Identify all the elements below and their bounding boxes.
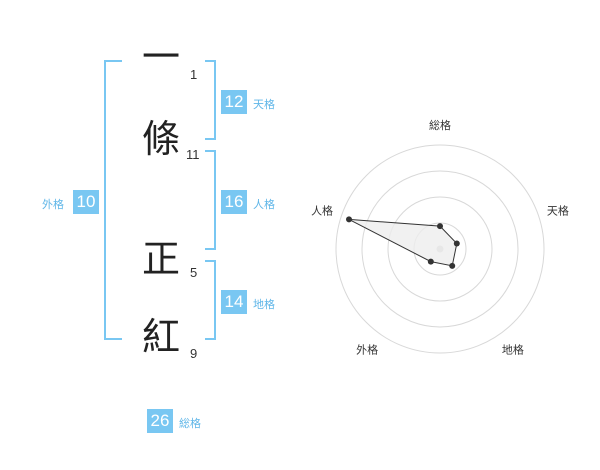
radar-point-3 bbox=[427, 258, 434, 265]
soukaku-label: 総格 bbox=[179, 417, 201, 430]
chikaku-label: 地格 bbox=[253, 298, 275, 311]
jinkaku-badge: 16 bbox=[221, 190, 247, 214]
jinkaku-label: 人格 bbox=[253, 198, 275, 211]
chikaku-bracket bbox=[205, 260, 216, 340]
radar-point-1 bbox=[453, 240, 460, 247]
radar-axis-label-2: 地格 bbox=[502, 342, 524, 356]
radar-point-4 bbox=[346, 216, 353, 223]
gaikaku-bracket bbox=[104, 60, 122, 340]
jinkaku-bracket bbox=[205, 150, 216, 250]
name-char-2: 條 bbox=[142, 117, 181, 161]
radar-point-0 bbox=[437, 223, 443, 230]
stroke-count-4: 9 bbox=[190, 346, 198, 361]
radar-axis-label-0: 総格 bbox=[429, 118, 451, 132]
tenkaku-badge: 12 bbox=[221, 90, 247, 114]
soukaku-badge: 26 bbox=[147, 409, 173, 433]
radar-point-2 bbox=[449, 262, 456, 269]
tenkaku-bracket bbox=[205, 60, 216, 140]
radar-axis-label-3: 外格 bbox=[356, 342, 378, 356]
chikaku-badge: 14 bbox=[221, 290, 247, 314]
radar-axis-label-4: 人格 bbox=[311, 204, 333, 218]
stroke-count-1: 1 bbox=[190, 67, 198, 82]
radar-polygon bbox=[348, 218, 458, 267]
name-char-4: 紅 bbox=[142, 315, 181, 359]
radar-ring bbox=[387, 196, 493, 302]
name-char-1: 一 bbox=[142, 35, 181, 79]
gaikaku-label: 外格 bbox=[42, 198, 64, 211]
stroke-count-2: 11 bbox=[186, 147, 200, 162]
tenkaku-label: 天格 bbox=[253, 98, 275, 111]
stroke-count-3: 5 bbox=[190, 265, 198, 280]
gaikaku-badge: 10 bbox=[73, 190, 99, 214]
radar-ring bbox=[361, 170, 519, 328]
radar-ring bbox=[335, 144, 545, 354]
name-char-3: 正 bbox=[142, 237, 181, 281]
radar-axis-label-1: 天格 bbox=[547, 204, 569, 218]
